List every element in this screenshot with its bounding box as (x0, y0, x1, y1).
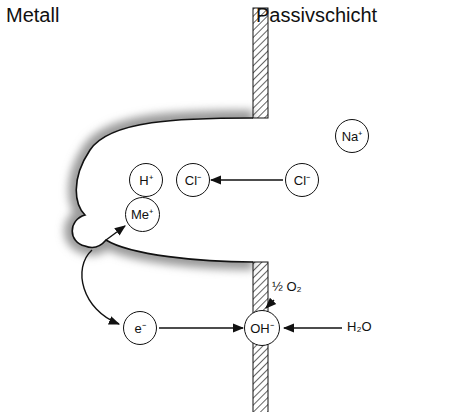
region-label: Metall (6, 4, 59, 26)
species-label: H₂O (347, 320, 372, 334)
ion-circle: H⁺ (129, 163, 163, 197)
pit (72, 118, 300, 262)
pit-outline (72, 118, 253, 262)
ion-circle: Cl⁻ (285, 163, 319, 197)
ion-circle: Me⁺ (125, 197, 160, 232)
ion-circle: e⁻ (123, 311, 157, 345)
electron-arrow (82, 250, 119, 324)
ion-circle: Na⁺ (335, 119, 369, 153)
species-label: ½ O₂ (272, 280, 302, 294)
ion-symbol: OH⁻ (250, 322, 274, 335)
oxygen-arrow (266, 300, 274, 308)
ion-symbol: Me⁺ (131, 208, 153, 221)
water-arrow (284, 327, 342, 328)
ion-symbol: e⁻ (134, 322, 145, 335)
dissolution-arrow (106, 226, 125, 240)
flow-arrow (211, 179, 283, 180)
flow-arrow (159, 327, 243, 328)
ion-symbol: Na⁺ (342, 130, 363, 143)
ion-symbol: Cl⁻ (185, 174, 201, 187)
ion-symbol: Cl⁻ (294, 174, 310, 187)
ion-symbol: H⁺ (139, 174, 152, 187)
ion-circle: Cl⁻ (176, 163, 210, 197)
region-label: Passivschicht (256, 4, 377, 26)
ion-circle: OH⁻ (244, 310, 280, 346)
